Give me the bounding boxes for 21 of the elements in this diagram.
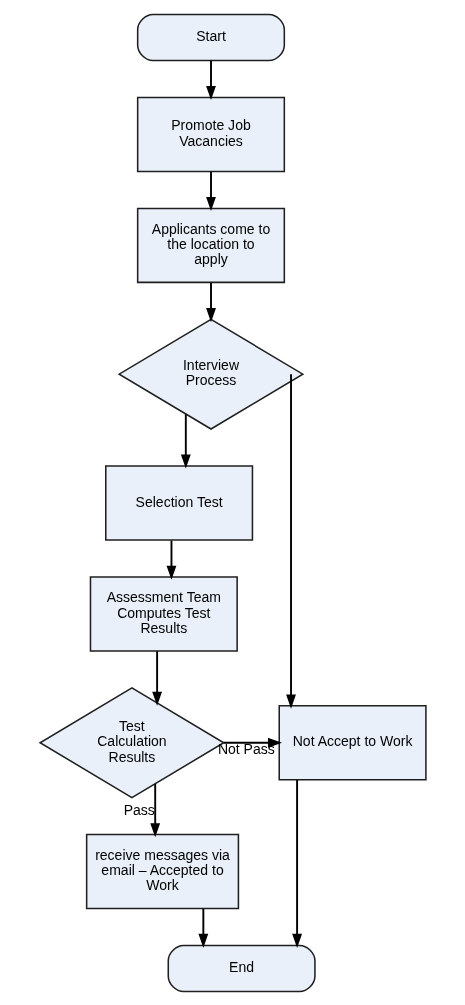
arrow	[151, 649, 162, 706]
node-box: Promote Job Vacancies	[136, 96, 285, 172]
arrow	[205, 59, 216, 100]
arrow	[285, 372, 296, 709]
arrow	[197, 907, 208, 948]
node-box: Start	[136, 13, 285, 61]
arrow	[166, 539, 176, 580]
node-box: End	[167, 944, 316, 992]
node-diamond: Interview Process	[117, 317, 304, 430]
node-box: Selection Test	[104, 464, 253, 541]
node-box: Not Accept to Work	[277, 704, 427, 780]
arrow	[149, 782, 160, 837]
node-box: receive messages via email – Accepted to Work	[85, 833, 239, 909]
arrow	[291, 778, 302, 948]
edge-label: Not Pass	[217, 740, 275, 757]
arrow	[222, 737, 282, 748]
node-box: Applicants come to the location to apply	[136, 207, 285, 283]
arrow	[205, 281, 216, 322]
node-box: Assessment Team Computes Test Results	[89, 575, 238, 652]
arrow	[180, 412, 191, 468]
arrow	[205, 170, 216, 211]
